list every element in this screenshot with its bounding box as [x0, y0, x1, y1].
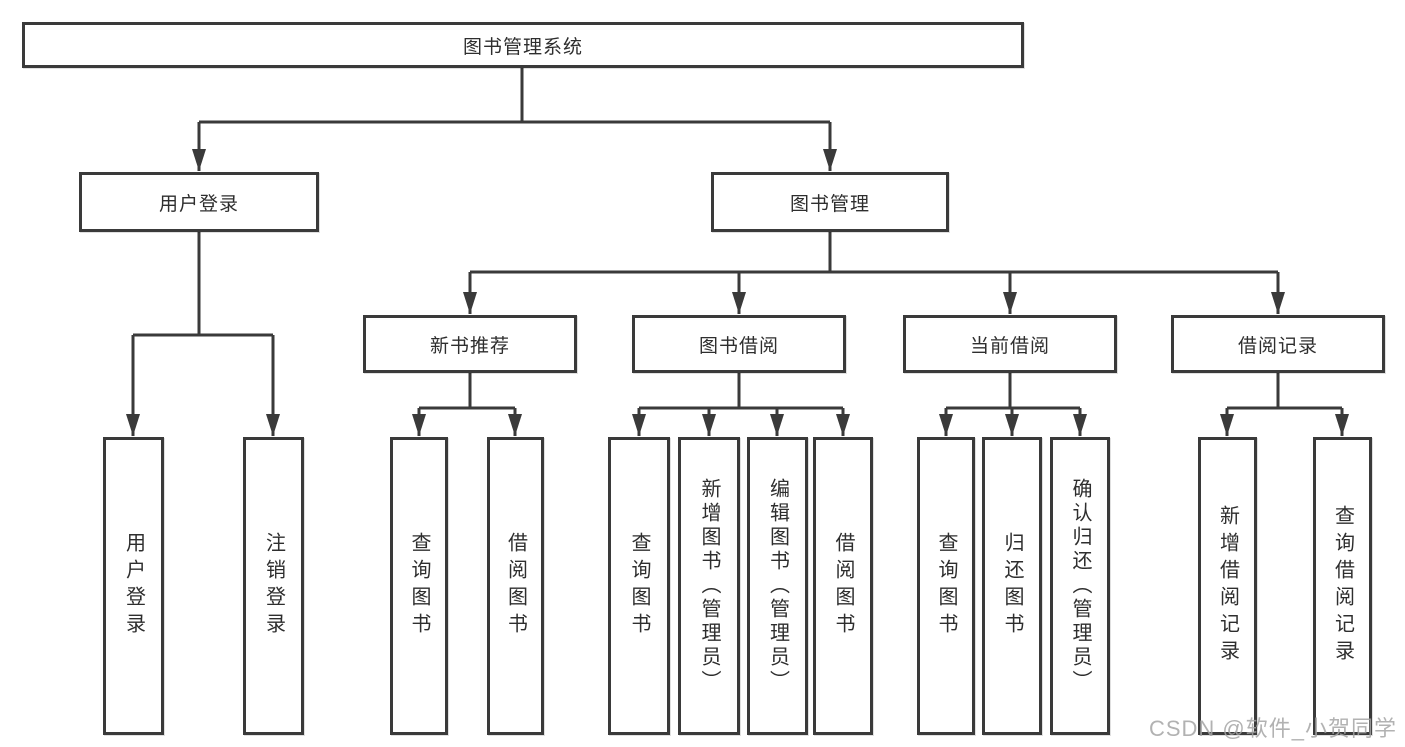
- node-new-book-recommend: 新书推荐: [363, 315, 577, 373]
- leaf-logout-label: 注销登录: [262, 532, 285, 640]
- connector-current-borrow: [946, 373, 1080, 410]
- leaf-query-books-recommend: 查询图书: [390, 437, 448, 735]
- leaf-confirm-return-admin-label: 确认归还（管理员）: [1069, 478, 1091, 694]
- node-borrow-records-label: 借阅记录: [1237, 335, 1318, 357]
- connector-borrow-records: [1227, 373, 1342, 410]
- leaf-add-books-admin-label: 新增图书（管理员）: [698, 478, 720, 694]
- leaf-query-books-borrow-label: 查询图书: [628, 532, 650, 640]
- node-user-login: 用户登录: [79, 172, 319, 232]
- node-book-borrow-label: 图书借阅: [698, 335, 779, 357]
- node-user-login-label: 用户登录: [158, 193, 239, 215]
- leaf-add-borrow-record-label: 新增借阅记录: [1216, 505, 1239, 667]
- leaf-edit-books-admin: 编辑图书（管理员）: [747, 437, 808, 735]
- node-book-management-label: 图书管理: [789, 193, 870, 215]
- leaf-borrow-books-recommend: 借阅图书: [487, 437, 544, 735]
- node-current-borrow: 当前借阅: [903, 315, 1117, 373]
- node-library-system-label: 图书管理系统: [462, 36, 583, 58]
- leaf-user-login: 用户登录: [103, 437, 164, 735]
- leaf-return-books: 归还图书: [982, 437, 1042, 735]
- connector-user-login: [133, 232, 273, 337]
- leaf-add-books-admin: 新增图书（管理员）: [678, 437, 740, 735]
- leaf-edit-books-admin-label: 编辑图书（管理员）: [766, 478, 789, 694]
- leaf-query-borrow-record: 查询借阅记录: [1313, 437, 1372, 735]
- node-library-system: 图书管理系统: [22, 22, 1024, 68]
- leaf-return-books-label: 归还图书: [1001, 532, 1023, 640]
- connector-new-book: [419, 373, 515, 410]
- leaf-query-books-current-label: 查询图书: [935, 532, 957, 640]
- leaf-add-borrow-record: 新增借阅记录: [1198, 437, 1257, 735]
- connector-book-management: [470, 232, 1278, 274]
- node-new-book-recommend-label: 新书推荐: [429, 335, 510, 357]
- leaf-query-borrow-record-label: 查询借阅记录: [1331, 505, 1354, 667]
- connector-book-borrow: [639, 373, 843, 410]
- node-book-management: 图书管理: [711, 172, 949, 232]
- node-borrow-records: 借阅记录: [1171, 315, 1385, 373]
- leaf-query-books-recommend-label: 查询图书: [408, 532, 430, 640]
- leaf-query-books-current: 查询图书: [917, 437, 975, 735]
- leaf-logout: 注销登录: [243, 437, 304, 735]
- node-current-borrow-label: 当前借阅: [969, 335, 1050, 357]
- leaf-query-books-borrow: 查询图书: [608, 437, 670, 735]
- leaf-borrow-books: 借阅图书: [813, 437, 873, 735]
- leaf-user-login-label: 用户登录: [122, 532, 145, 640]
- node-book-borrow: 图书借阅: [632, 315, 846, 373]
- leaf-confirm-return-admin: 确认归还（管理员）: [1050, 437, 1110, 735]
- leaf-borrow-books-recommend-label: 借阅图书: [504, 532, 527, 640]
- leaf-borrow-books-label: 借阅图书: [832, 532, 854, 640]
- connector-root: [199, 68, 830, 124]
